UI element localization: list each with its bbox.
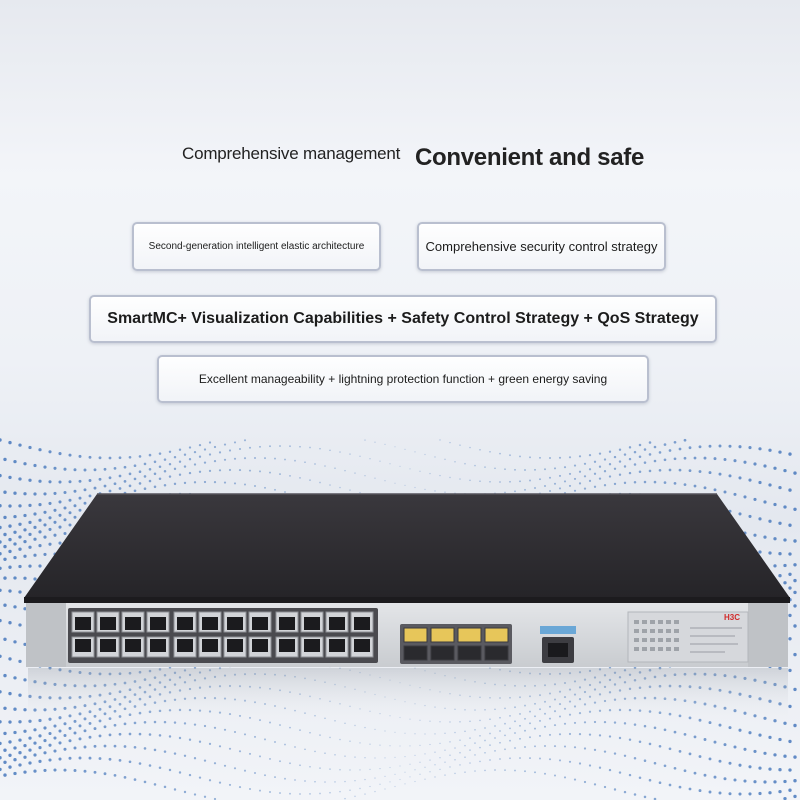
- rj45-port-socket: [100, 617, 116, 630]
- status-led: [650, 647, 655, 651]
- rj45-port-socket: [354, 639, 370, 652]
- sfp-port-group: [403, 627, 509, 661]
- status-led: [658, 629, 663, 633]
- status-led: [674, 620, 679, 624]
- status-led-grid: [634, 620, 679, 651]
- rj45-port-socket: [125, 617, 141, 630]
- status-led: [666, 629, 671, 633]
- feature-pill-security: Comprehensive security control strategy: [417, 222, 666, 271]
- feature-pill-architecture: Second-generation intelligent elastic ar…: [132, 222, 381, 271]
- rj45-port-group: [71, 611, 374, 658]
- sfp-port: [484, 627, 509, 643]
- status-led: [658, 647, 663, 651]
- status-led: [666, 647, 671, 651]
- status-led: [634, 647, 639, 651]
- rj45-port-socket: [252, 639, 268, 652]
- rj45-port-socket: [329, 617, 345, 630]
- status-led: [642, 629, 647, 633]
- rj45-port-socket: [304, 617, 320, 630]
- h3c-logo: H3C: [724, 613, 740, 622]
- switch-top-cover: [24, 494, 790, 598]
- status-led: [634, 638, 639, 642]
- rj45-port-socket: [329, 639, 345, 652]
- feature-pill-label: SmartMC+ Visualization Capabilities + Sa…: [107, 310, 699, 327]
- status-led: [674, 638, 679, 642]
- status-led: [642, 647, 647, 651]
- status-led: [666, 620, 671, 624]
- feature-pill-smartmc: SmartMC+ Visualization Capabilities + Sa…: [89, 295, 717, 343]
- rj45-port-socket: [252, 617, 268, 630]
- rj45-port-socket: [75, 617, 91, 630]
- headline-comprehensive-management: Comprehensive management: [182, 144, 401, 163]
- status-led: [642, 638, 647, 642]
- status-led: [650, 629, 655, 633]
- switch-front-lip: [24, 597, 790, 603]
- status-led: [634, 629, 639, 633]
- sfp-port: [457, 627, 482, 643]
- rj45-port-socket: [202, 639, 218, 652]
- rj45-port-socket: [177, 617, 193, 630]
- rj45-port-socket: [100, 639, 116, 652]
- rj45-port-socket: [75, 639, 91, 652]
- rj45-port-socket: [125, 639, 141, 652]
- rj45-port-socket: [227, 639, 243, 652]
- switch-reflection: [28, 668, 788, 728]
- rj45-port-socket: [279, 639, 295, 652]
- status-led: [658, 638, 663, 642]
- status-led: [634, 620, 639, 624]
- sfp-port: [484, 645, 509, 661]
- feature-pill-label: Excellent manageability + lightning prot…: [198, 372, 608, 386]
- sfp-port: [430, 627, 455, 643]
- rj45-port-socket: [150, 617, 166, 630]
- status-led: [666, 638, 671, 642]
- rj45-port-socket: [202, 617, 218, 630]
- status-panel: [627, 611, 749, 663]
- rj45-port-socket: [279, 617, 295, 630]
- feature-pill-label: Comprehensive security control strategy: [425, 239, 658, 254]
- feature-pill-label: Second-generation intelligent elastic ar…: [148, 241, 365, 252]
- sfp-port-bay: [400, 624, 512, 664]
- sfp-port: [403, 645, 428, 661]
- status-led: [674, 629, 679, 633]
- console-port-label: [540, 626, 576, 634]
- status-led: [674, 647, 679, 651]
- status-led: [650, 620, 655, 624]
- rj45-port-socket: [227, 617, 243, 630]
- rj45-port-socket: [150, 639, 166, 652]
- rj45-port-socket: [304, 639, 320, 652]
- sfp-port: [457, 645, 482, 661]
- rj45-port-socket: [354, 617, 370, 630]
- status-led: [650, 638, 655, 642]
- sfp-port: [403, 627, 428, 643]
- feature-pill-manageability: Excellent manageability + lightning prot…: [157, 355, 649, 403]
- status-led: [642, 620, 647, 624]
- rj45-port-socket: [177, 639, 193, 652]
- sfp-port: [430, 645, 455, 661]
- headline-convenient-and-safe: Convenient and safe: [415, 144, 645, 171]
- status-led: [658, 620, 663, 624]
